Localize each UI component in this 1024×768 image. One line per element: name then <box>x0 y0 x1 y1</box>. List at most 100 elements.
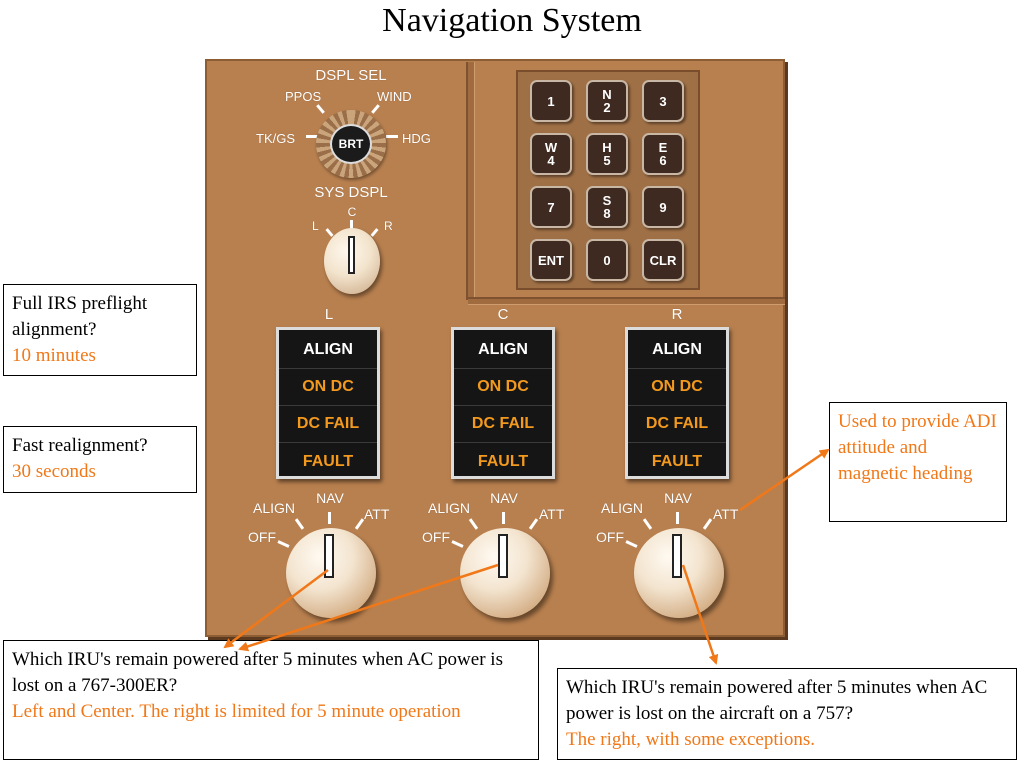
key-h5-bottom: 5 <box>603 153 611 168</box>
dspl-hdg-tick <box>386 135 398 138</box>
iru-l-fault-light: FAULT <box>302 452 354 470</box>
key-clr-label: CLR <box>649 252 677 268</box>
callout-att-mode: Used to provide ADI attitude and magneti… <box>829 402 1007 522</box>
key-3-label: 3 <box>659 93 667 109</box>
key-s8-top: S <box>602 193 612 208</box>
callout-767-question: Which IRU's remain powered after 5 minut… <box>12 649 503 696</box>
dspl-hdg-label: HDG <box>402 131 431 146</box>
callout-preflight-answer: 10 minutes <box>12 345 96 366</box>
sys-dspl-l-label: L <box>312 219 319 233</box>
callout-realign-question: Fast realignment? <box>12 435 148 456</box>
key-clr[interactable]: CLR <box>642 239 684 281</box>
callout-preflight-alignment: Full IRS preflight alignment? 10 minutes <box>3 284 197 376</box>
iru-c-fault-light: FAULT <box>477 452 529 470</box>
callout-preflight-question: Full IRS preflight alignment? <box>12 293 148 340</box>
iru-r-align-light: ALIGN <box>628 332 726 369</box>
iru-l-mode-selector[interactable] <box>286 528 376 618</box>
key-h5-top: H <box>602 140 612 155</box>
key-ent[interactable]: ENT <box>530 239 572 281</box>
sys-dspl-pointer <box>348 236 355 274</box>
iru-l-nav-tick <box>328 512 331 524</box>
iru-l-align-light: ALIGN <box>279 332 377 369</box>
iru-c-mode-selector[interactable] <box>460 528 550 618</box>
iru-c-nav-tick <box>502 512 505 524</box>
key-1-label: 1 <box>547 93 555 109</box>
key-7-label: 7 <box>547 199 555 215</box>
dspl-tkgs-label: TK/GS <box>256 131 296 146</box>
iru-c-dcfail-light: DC FAIL <box>454 406 552 443</box>
iru-c-align-light: ALIGN <box>454 332 552 369</box>
callout-att-answer: Used to provide ADI attitude and magneti… <box>838 411 997 484</box>
iru-l-label: L <box>324 306 334 323</box>
key-e6-bottom: 6 <box>659 153 667 168</box>
iru-c-off-pos-label: OFF <box>422 529 450 545</box>
panel-divider-horizontal <box>468 297 785 305</box>
brt-label: BRT <box>338 137 364 151</box>
iru-c-annunciator: ALIGN ON DC DC FAIL FAULT <box>451 327 555 479</box>
iru-r-off-pos-label: OFF <box>596 529 624 545</box>
iru-c-mode-pointer <box>498 534 508 578</box>
key-1[interactable]: 1 <box>530 80 572 122</box>
callout-767-answer: Left and Center. The right is limited fo… <box>12 701 461 722</box>
iru-l-mode-pointer <box>324 534 334 578</box>
brightness-knob[interactable]: BRT <box>330 124 372 164</box>
iru-c-ondc-light: ON DC <box>454 369 552 406</box>
key-n2-bottom: 2 <box>603 100 611 115</box>
iru-c-nav-pos-label: NAV <box>490 490 518 506</box>
iru-c-label: C <box>497 306 509 323</box>
key-ent-label: ENT <box>538 252 564 268</box>
sys-dspl-selector[interactable] <box>324 228 380 294</box>
iru-r-att-pos-label: ATT <box>713 506 739 522</box>
iru-r-ondc-light: ON DC <box>628 369 726 406</box>
iru-r-nav-tick <box>676 512 679 524</box>
iru-r-annunciator: ALIGN ON DC DC FAIL FAULT <box>625 327 729 479</box>
dspl-sel-label: DSPL SEL <box>315 67 387 84</box>
callout-iru-767: Which IRU's remain powered after 5 minut… <box>3 640 539 760</box>
key-s8-bottom: 8 <box>603 206 611 221</box>
callout-fast-realignment: Fast realignment? 30 seconds <box>3 426 197 493</box>
sys-dspl-label: SYS DSPL <box>314 184 388 201</box>
iru-l-annunciator: ALIGN ON DC DC FAIL FAULT <box>276 327 380 479</box>
key-w4-top: W <box>544 140 558 155</box>
callout-realign-answer: 30 seconds <box>12 461 96 482</box>
iru-l-ondc-light: ON DC <box>279 369 377 406</box>
dspl-wind-label: WIND <box>377 89 412 104</box>
iru-c-att-pos-label: ATT <box>539 506 565 522</box>
page-title: Navigation System <box>382 2 642 39</box>
key-0[interactable]: 0 <box>586 239 628 281</box>
iru-r-dcfail-light: DC FAIL <box>628 406 726 443</box>
callout-757-question: Which IRU's remain powered after 5 minut… <box>566 677 988 724</box>
iru-l-align-pos-label: ALIGN <box>253 500 296 516</box>
key-9[interactable]: 9 <box>642 186 684 228</box>
dspl-tkgs-tick <box>306 135 318 138</box>
iru-r-label: R <box>671 306 683 323</box>
callout-757-answer: The right, with some exceptions. <box>566 729 816 750</box>
sys-dspl-c-tick <box>350 220 353 229</box>
key-w4-bottom: 4 <box>547 153 555 168</box>
iru-r-mode-selector[interactable] <box>634 528 724 618</box>
key-7[interactable]: 7 <box>530 186 572 228</box>
key-3[interactable]: 3 <box>642 80 684 122</box>
panel-divider-vertical <box>466 62 475 300</box>
iru-l-dcfail-light: DC FAIL <box>279 406 377 443</box>
iru-l-off-pos-label: OFF <box>248 529 276 545</box>
key-0-label: 0 <box>603 252 611 268</box>
iru-r-mode-pointer <box>672 534 682 578</box>
sys-dspl-c-label: C <box>347 205 357 219</box>
callout-iru-757: Which IRU's remain powered after 5 minut… <box>557 668 1017 760</box>
key-e6-top: E <box>658 140 668 155</box>
iru-r-fault-light: FAULT <box>651 452 703 470</box>
iru-l-nav-pos-label: NAV <box>316 490 344 506</box>
key-n2-top: N <box>602 87 612 102</box>
iru-c-align-pos-label: ALIGN <box>428 500 471 516</box>
iru-r-align-pos-label: ALIGN <box>601 500 644 516</box>
sys-dspl-r-label: R <box>384 219 393 233</box>
iru-l-att-pos-label: ATT <box>364 506 390 522</box>
key-9-label: 9 <box>659 199 667 215</box>
